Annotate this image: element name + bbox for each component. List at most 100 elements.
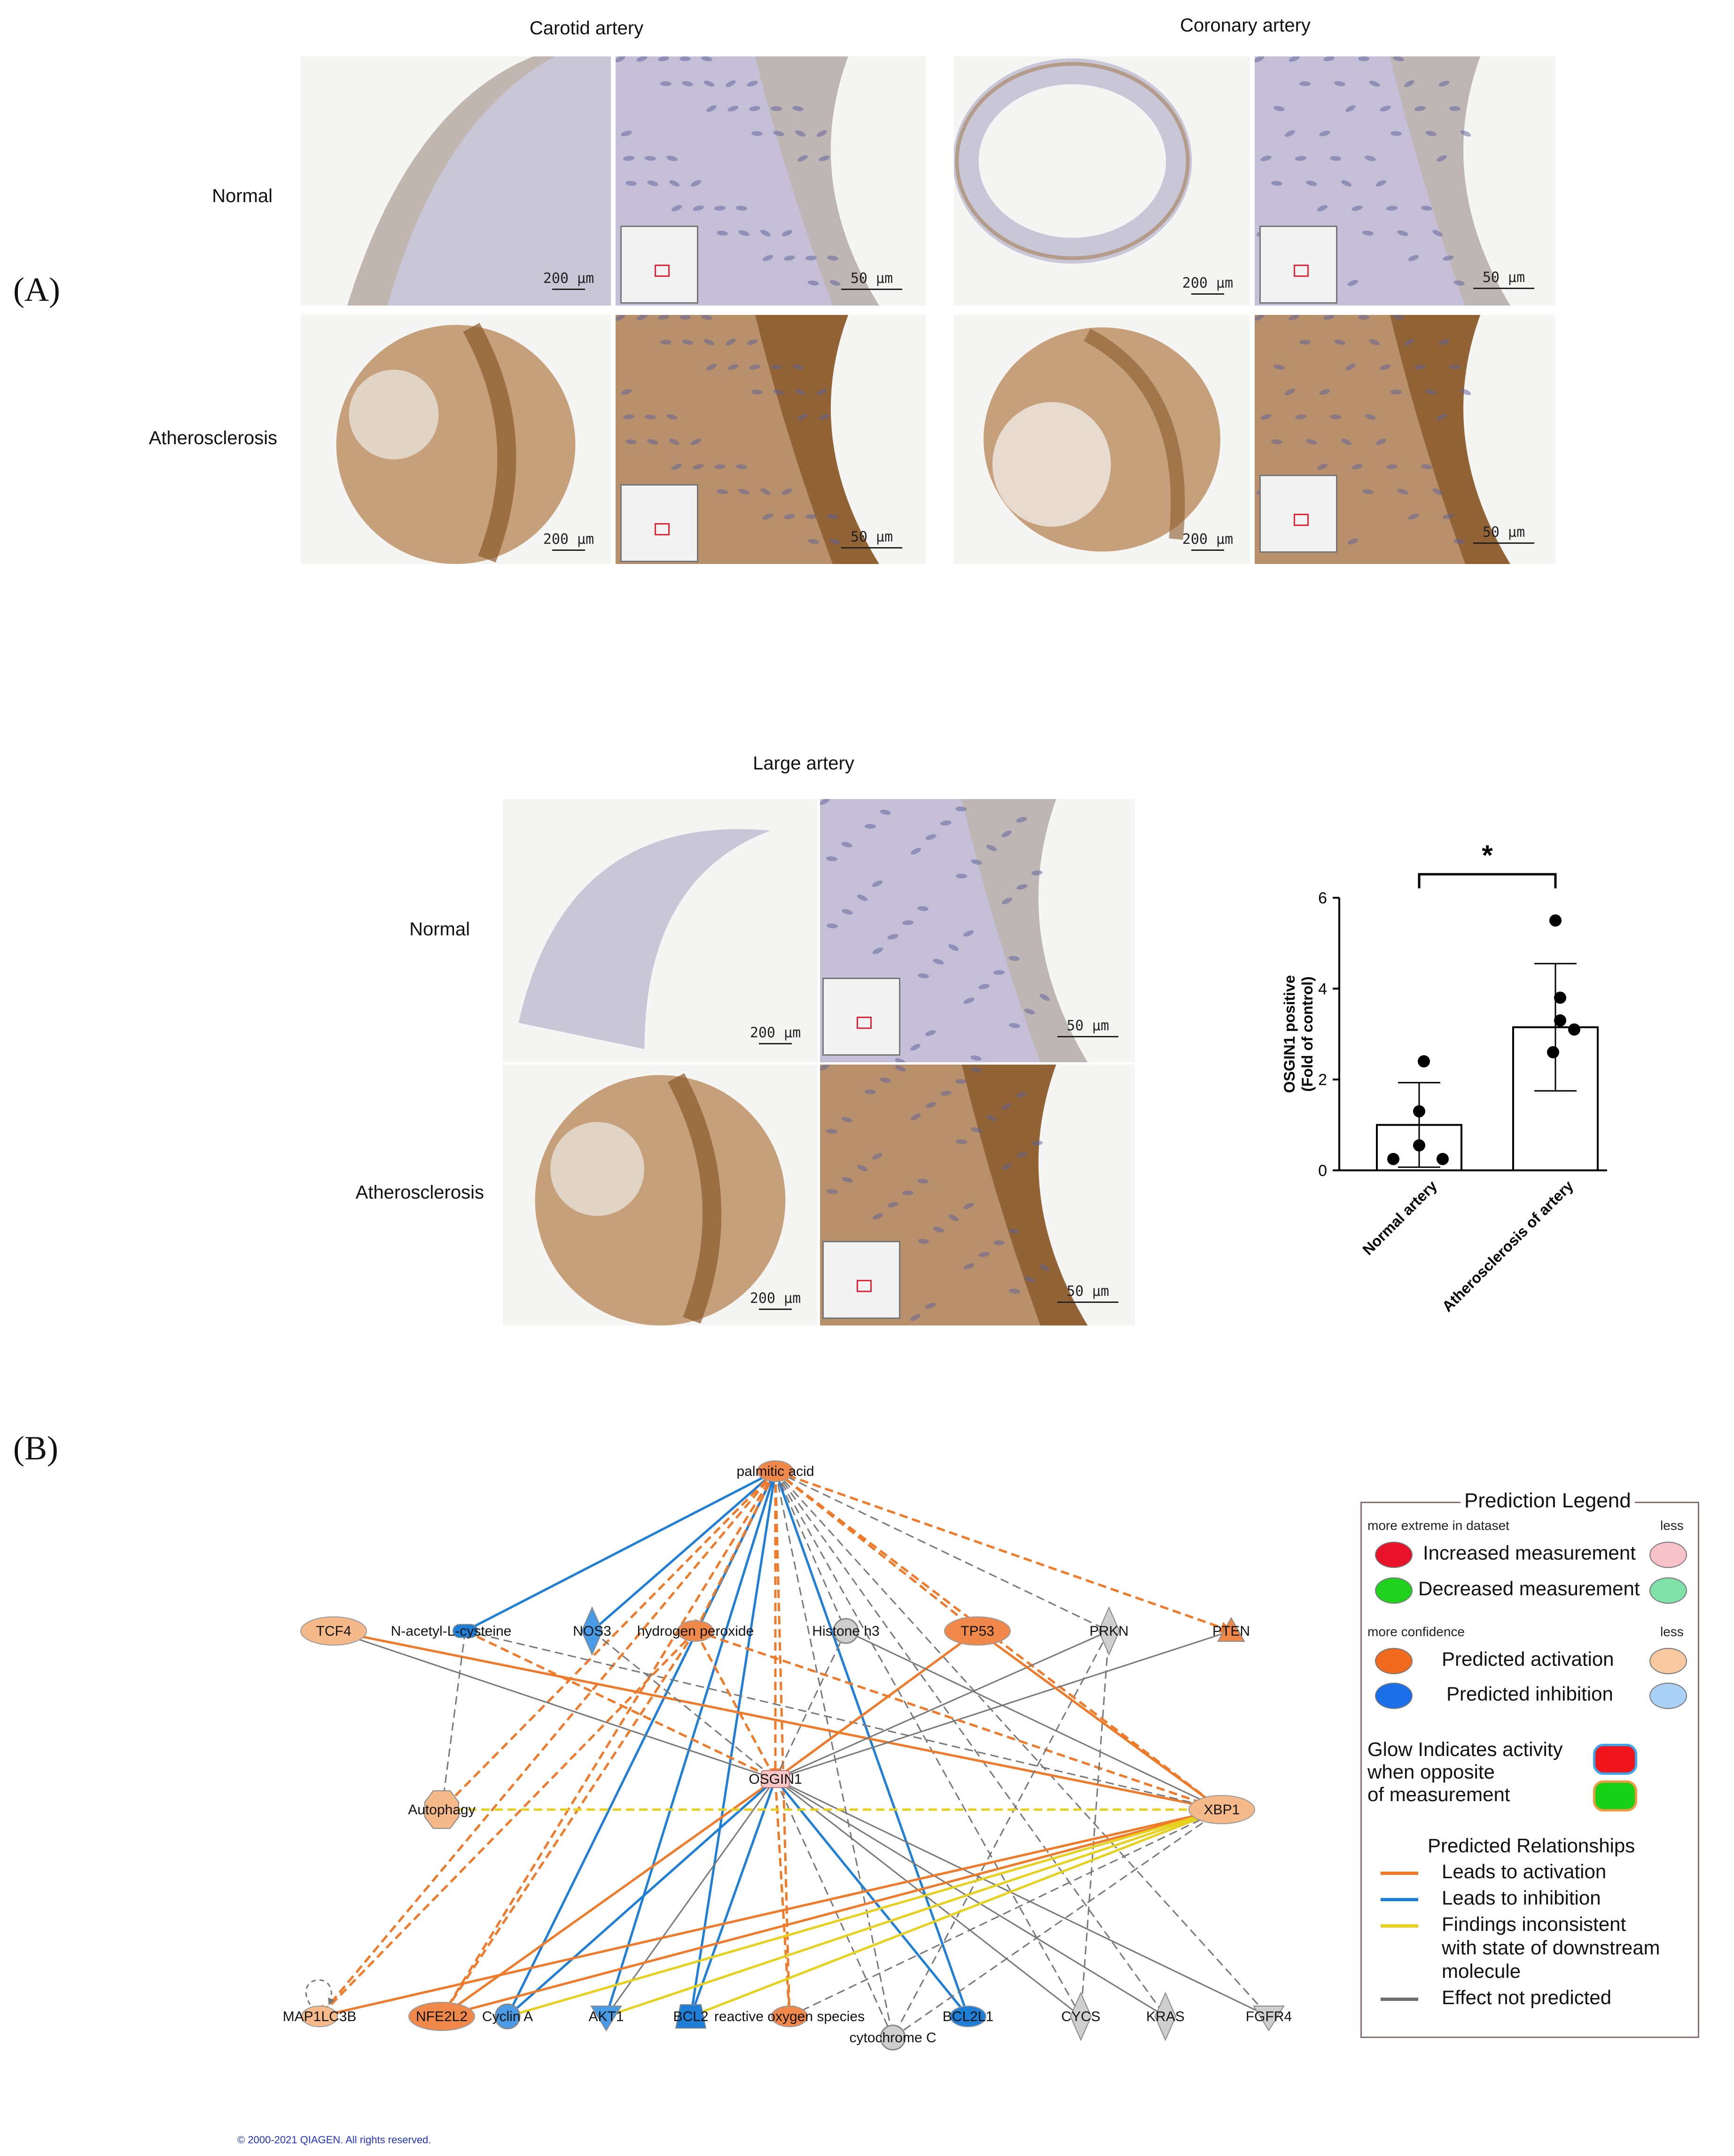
carotid-athero-high-mag-image	[616, 315, 926, 564]
node-cyclina: Cyclin A	[482, 2003, 533, 2030]
line-inhibition-swatch	[1381, 1898, 1418, 1901]
legend-glow-1: Glow Indicates activity	[1367, 1738, 1563, 1760]
node-osgin1: OSGIN1	[749, 1770, 802, 1788]
edge-bcl2-xbp1	[690, 1808, 1223, 2018]
roi-marker	[857, 1017, 872, 1029]
edge-nac-xbp1	[465, 1630, 1223, 1812]
edge-prkn-cytc	[892, 1631, 1110, 2038]
node-ros: reactive oxygen species	[714, 2006, 865, 2027]
scale-bar-200-carotid-normal: 200 µm	[540, 270, 597, 290]
large-normal-high-mag-image	[820, 799, 1135, 1062]
scale-label: 200 µm	[750, 1290, 801, 1307]
node-histone-label: Histone h3	[812, 1623, 879, 1639]
data-point	[1387, 1152, 1399, 1165]
edge-palmitic-cycs	[774, 1471, 1082, 2017]
scale-bar-200-coronary-normal: 200 µm	[1179, 275, 1236, 295]
node-kras: KRAS	[1146, 1991, 1185, 2041]
scale-line	[759, 1309, 792, 1310]
coronary-athero-high-mag-image	[1255, 315, 1555, 564]
node-xbp1-label: XBP1	[1204, 1802, 1240, 1818]
inhibition-weak-icon	[1649, 1683, 1687, 1709]
carotid-athero-low-mag-image	[301, 315, 611, 564]
data-point	[1418, 1055, 1430, 1067]
inset-thumbnail	[822, 978, 900, 1056]
scale-label: 200 µm	[750, 1025, 801, 1041]
node-cytc-label: cytochrome C	[849, 2030, 936, 2046]
scale-line	[841, 289, 902, 290]
coronary-title: Coronary artery	[1180, 15, 1311, 36]
data-point	[1554, 991, 1566, 1004]
coronary-normal-low-mag-image	[954, 56, 1250, 306]
edge-osgin1-cycs	[775, 1778, 1082, 2017]
scale-bar-50-large-normal: 50 µm	[1053, 1018, 1123, 1037]
legend-relationships-title: Predicted Relationships	[1428, 1835, 1635, 1857]
panel-a-label: (A)	[13, 271, 60, 308]
node-xbp1: XBP1	[1188, 1795, 1255, 1824]
edge-histone-osgin1	[774, 1631, 847, 1780]
inset-thumbnail	[620, 226, 698, 304]
node-histone: Histone h3	[812, 1618, 880, 1644]
scale-label: 50 µm	[1482, 524, 1525, 541]
node-tcf4: TCF4	[300, 1616, 367, 1646]
x-tick-label: Normal artery	[1359, 1177, 1440, 1258]
scale-bar-200-coronary-athero: 200 µm	[1179, 531, 1236, 551]
edge-palmitic-pten	[775, 1470, 1233, 1633]
scale-line	[1473, 542, 1534, 544]
y-axis-label: OSGIN1 positive(Fold of control)	[1281, 975, 1316, 1093]
edge-nac-autophagy	[439, 1631, 466, 1811]
edge-osgin1-kras	[775, 1778, 1166, 2017]
legend-less-2: less	[1660, 1624, 1684, 1639]
roi-marker	[857, 1280, 872, 1292]
coronary-normal-high-mag-image	[1255, 56, 1555, 306]
edge-osgin1-fgfr4	[775, 1778, 1270, 2017]
scale-bar-200-carotid-athero: 200 µm	[540, 531, 597, 551]
node-prkn: PRKN	[1089, 1606, 1129, 1656]
node-akt1-label: AKT1	[588, 2009, 624, 2024]
line-not-predicted-swatch	[1381, 1998, 1418, 2001]
node-bcl2l1-label: BCL2L1	[943, 2009, 993, 2024]
y-tick-label: 2	[1318, 1071, 1327, 1089]
scale-bar-200-large-athero: 200 µm	[747, 1290, 804, 1310]
legend-inhibition: Predicted inhibition	[1446, 1683, 1613, 1705]
edge-palmitic-bcl2	[683, 1471, 777, 2020]
activation-strong-icon	[1375, 1648, 1413, 1674]
edge-palmitic-kras	[774, 1471, 1166, 2017]
edge-h2o2-map1lc3b	[319, 1630, 696, 2017]
node-kras-label: KRAS	[1146, 2009, 1185, 2024]
large-athero-low-mag-image	[503, 1065, 818, 1325]
data-point	[1547, 1046, 1559, 1058]
panel-b-label: (B)	[13, 1429, 58, 1467]
y-tick-label: 0	[1318, 1162, 1327, 1180]
activation-weak-icon	[1649, 1648, 1687, 1674]
edge-palmitic-histone	[774, 1471, 847, 1632]
glow-green-icon	[1593, 1780, 1637, 1811]
scale-label: 200 µm	[543, 531, 594, 548]
carotid-normal-low-mag-image	[301, 56, 611, 306]
edge-ros-xbp1	[789, 1809, 1223, 2017]
edge-prkn-osgin1	[774, 1630, 1109, 1780]
scale-bar-50-large-athero: 50 µm	[1053, 1283, 1123, 1303]
node-ros-label: reactive oxygen species	[714, 2009, 865, 2024]
glow-red-icon	[1593, 1744, 1637, 1775]
row-label-athero-top: Atherosclerosis	[148, 428, 277, 448]
carotid-title: Carotid artery	[529, 18, 644, 39]
edge-osgin1-bcl2l1	[774, 1778, 975, 2023]
edge-palmitic-nfe2l2	[440, 1470, 777, 2018]
legend-activation: Predicted activation	[1442, 1648, 1614, 1670]
edge-palmitic-map1lc3b	[319, 1470, 776, 2017]
row-label-normal-bottom: Normal	[409, 919, 470, 940]
legend-decreased: Decreased measurement	[1418, 1577, 1640, 1599]
data-point	[1568, 1023, 1580, 1036]
scale-bar-50-coronary-normal: 50 µm	[1468, 269, 1539, 289]
large-athero-high-mag-image	[820, 1065, 1135, 1325]
edge-osgin1-cyclina	[501, 1778, 776, 2023]
edge-cyclina-xbp1	[507, 1807, 1223, 2018]
legend-glow-3: of measurement	[1367, 1783, 1510, 1805]
data-point	[1554, 1014, 1566, 1027]
y-tick-label: 6	[1318, 889, 1327, 907]
decreased-strong-icon	[1375, 1577, 1413, 1604]
node-h2o2: hydrogen peroxide	[637, 1620, 754, 1642]
scale-line	[1057, 1036, 1118, 1037]
